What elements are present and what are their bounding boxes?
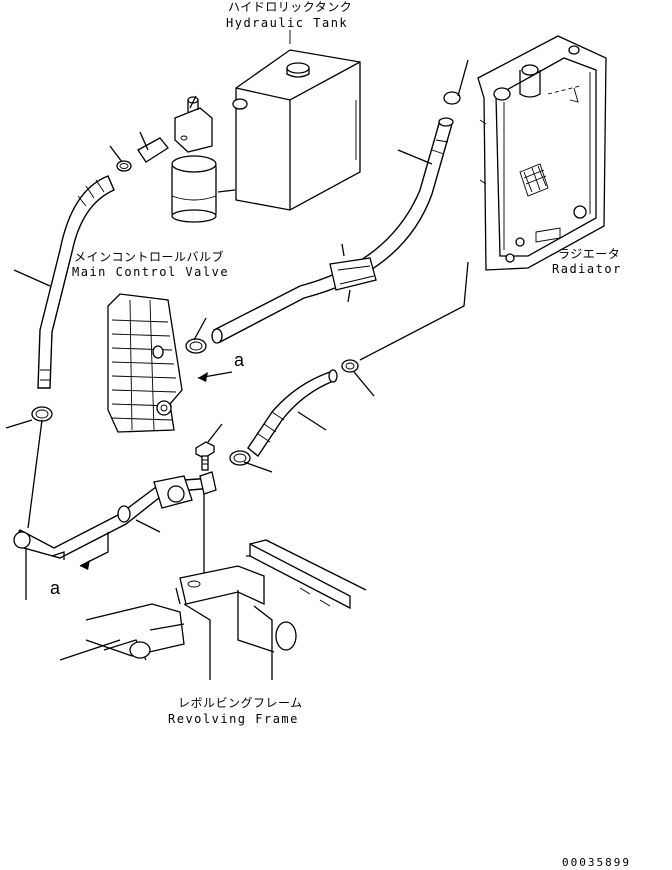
revolving-frame — [59, 539, 367, 680]
mounting-bolt — [195, 423, 223, 471]
radiator-label-en: Radiator — [552, 262, 622, 276]
revolving-frame-label-en: Revolving Frame — [168, 712, 299, 726]
radiator-outlet-leader — [341, 261, 469, 397]
left-return-hose — [5, 175, 115, 529]
radiator — [477, 35, 607, 271]
reference-mark-a-upper: a — [234, 350, 245, 370]
main-control-valve — [107, 293, 233, 433]
bottom-pipe-assembly — [13, 471, 217, 600]
hydraulic-tank-label-jp: ハイドロリックタンク — [228, 0, 353, 14]
radiator-label-jp: ラジエータ — [558, 247, 621, 261]
reference-mark-a-lower: a — [50, 578, 61, 598]
hydraulic-tank-label-en: Hydraulic Tank — [226, 16, 349, 30]
main-control-valve-label-en: Main Control Valve — [72, 265, 230, 279]
revolving-frame-label-jp: レボルビングフレーム — [178, 696, 303, 710]
drawing-code: 00035899 — [562, 856, 631, 869]
main-control-valve-label-jp: メインコントロールバルブ — [74, 250, 225, 264]
hydraulic-tank — [232, 49, 361, 211]
tank-filter-assembly — [109, 95, 236, 223]
lower-oil-hose — [229, 369, 338, 473]
radiator-inlet-hose — [211, 59, 469, 344]
